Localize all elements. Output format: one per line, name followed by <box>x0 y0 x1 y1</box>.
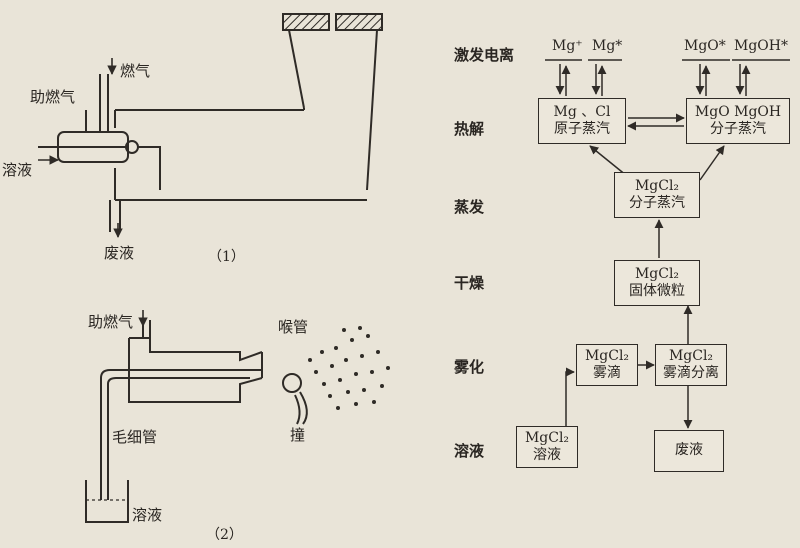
burner-slot-left <box>282 13 330 31</box>
fuel-label: 燃气 <box>120 62 151 80</box>
nebulizer-2 <box>85 320 308 523</box>
row-solution: 溶液 <box>454 442 485 460</box>
species-mgo-excited: MgO* <box>684 38 726 54</box>
figure-2-caption: （2） <box>206 527 243 543</box>
row-pyrolysis: 热解 <box>454 120 485 138</box>
oxidant-label: 助燃气 <box>30 88 76 106</box>
species-mg-ion: Mg⁺ <box>552 38 583 54</box>
solution-label: 溶液 <box>2 161 33 179</box>
flow-connectors <box>545 59 790 429</box>
row-nebulization: 雾化 <box>454 358 485 376</box>
oxidant-label-2: 助燃气 <box>88 313 134 331</box>
throat-label: 喉管 <box>278 318 309 336</box>
beaker-solution-label: 溶液 <box>132 506 163 524</box>
row-evaporation: 蒸发 <box>454 198 485 216</box>
species-mgoh-excited: MgOH* <box>734 38 788 54</box>
burner-slot-right <box>335 13 383 31</box>
burner-chamber <box>38 13 383 232</box>
row-drying: 干燥 <box>454 274 485 292</box>
figure-1-caption: （1） <box>208 249 245 265</box>
capillary-label: 毛细管 <box>112 428 158 446</box>
row-excitation: 激发电离 <box>454 46 515 64</box>
species-mg-excited: Mg* <box>592 38 623 54</box>
spray-droplets <box>308 326 390 410</box>
impact-label: 撞 <box>290 426 306 444</box>
waste-box: 废液 <box>654 430 724 472</box>
waste-label: 废液 <box>104 244 135 262</box>
